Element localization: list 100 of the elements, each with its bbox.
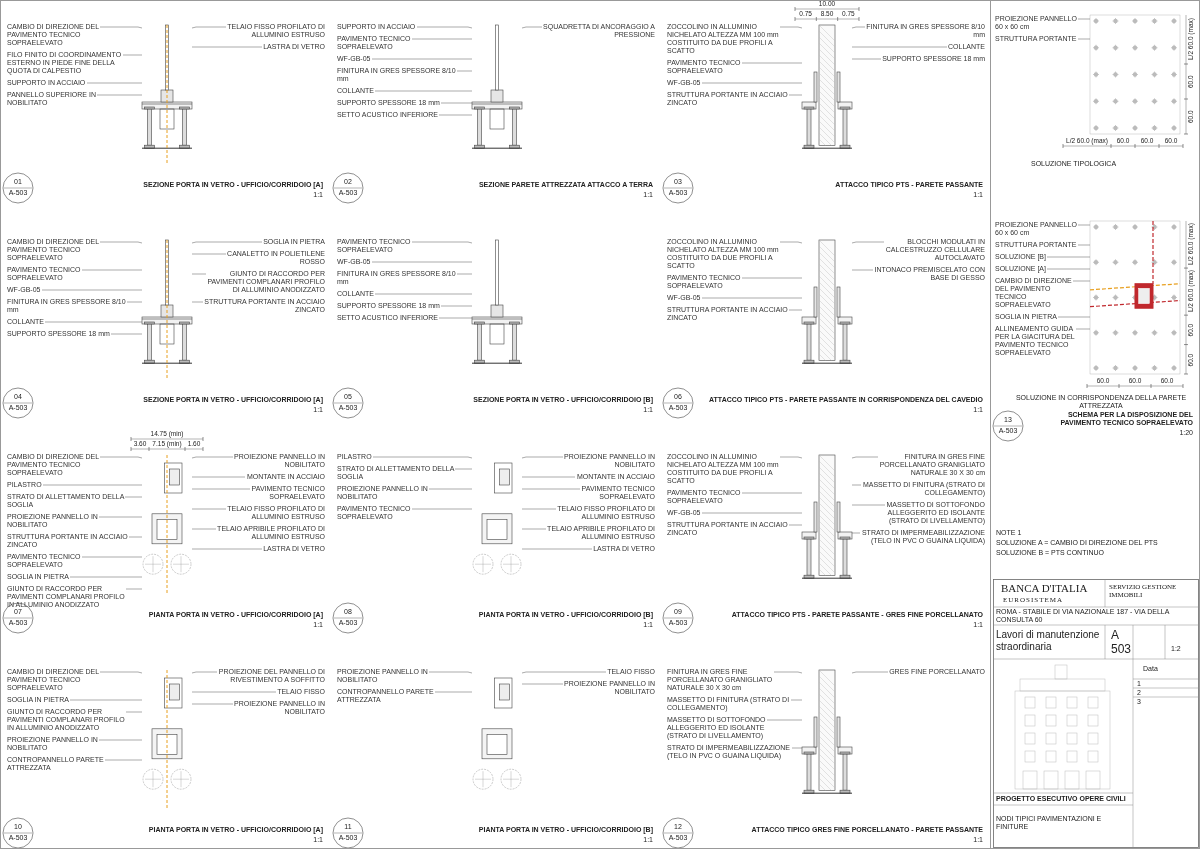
leader-line — [191, 528, 217, 530]
leader-line — [411, 508, 473, 510]
section-drawing — [471, 239, 523, 364]
leader-line — [99, 26, 143, 29]
leader-line — [125, 588, 143, 590]
leader-line — [1077, 224, 1091, 226]
leader-line — [44, 321, 143, 323]
leader-line — [1077, 18, 1091, 20]
plan-drawing — [472, 677, 522, 790]
leader-line — [851, 671, 889, 674]
wall-section-drawing — [801, 24, 853, 149]
leader-line — [98, 516, 143, 518]
leader-line — [374, 90, 473, 92]
plan-drawing — [142, 669, 192, 811]
leader-line — [411, 38, 473, 40]
leader-line — [438, 317, 473, 319]
leader-line — [701, 297, 803, 299]
leader-line — [428, 671, 473, 674]
leader-line — [98, 739, 143, 741]
leader-line — [851, 241, 885, 244]
leader-line — [191, 301, 204, 303]
leader-line — [741, 492, 803, 494]
leader-line — [104, 759, 143, 761]
leader-line — [456, 70, 473, 72]
leader-line — [1077, 38, 1091, 40]
leader-line — [791, 747, 803, 749]
leader-line — [126, 301, 143, 303]
leader-line — [454, 468, 473, 470]
leader-line — [521, 488, 581, 490]
wall-section-drawing — [801, 669, 853, 794]
leader-line — [851, 484, 862, 486]
leader-line — [851, 26, 866, 29]
leader-line — [374, 293, 473, 295]
leader-line — [411, 241, 473, 244]
leader-line — [438, 114, 473, 116]
leader-line — [741, 62, 803, 64]
leader-line — [191, 241, 263, 244]
leader-line — [521, 528, 547, 530]
leader-line — [371, 261, 473, 263]
sheet-series: A — [1111, 628, 1119, 642]
leader-line — [81, 269, 143, 271]
leader-line — [125, 711, 143, 713]
leader-line — [122, 54, 143, 56]
leader-line — [521, 548, 593, 550]
leader-line — [779, 241, 803, 244]
leader-line — [191, 508, 227, 510]
floor-grid-drawing — [1089, 220, 1181, 375]
floor-grid-drawing — [1089, 14, 1181, 135]
leader-line — [191, 46, 263, 48]
plan-drawing — [472, 462, 522, 575]
leader-line — [128, 536, 143, 538]
leader-line — [434, 691, 473, 693]
leader-line — [779, 26, 803, 29]
leader-line — [521, 456, 564, 459]
leader-line — [521, 683, 564, 685]
leader-line — [788, 524, 803, 526]
leader-line — [851, 532, 861, 534]
leader-line — [521, 508, 557, 510]
leader-line — [851, 456, 879, 459]
leader-line — [69, 699, 143, 701]
leader-line — [788, 94, 803, 96]
leader-line — [766, 719, 803, 721]
leader-line — [124, 496, 143, 498]
leader-line — [701, 512, 803, 514]
leader-line — [69, 576, 143, 578]
leader-line — [99, 456, 143, 459]
leader-line — [191, 273, 207, 275]
leader-line — [110, 333, 143, 335]
plan-drawing — [142, 454, 192, 596]
section-drawing — [141, 24, 193, 166]
leader-line — [1046, 268, 1091, 270]
leader-line — [440, 305, 473, 307]
leader-line — [191, 671, 218, 674]
leader-line — [191, 488, 251, 490]
leader-line — [99, 671, 143, 674]
leader-line — [96, 94, 143, 96]
leader-line — [371, 58, 473, 60]
sheet-number: 503 — [1111, 642, 1132, 656]
leader-line — [191, 476, 246, 478]
leader-line — [42, 484, 143, 486]
wall-section-drawing — [801, 239, 853, 364]
leader-line — [41, 289, 143, 291]
institution-name: BANCA D'ITALIA — [1001, 582, 1088, 594]
leader-line — [1075, 328, 1091, 330]
leader-line — [416, 26, 473, 29]
leader-line — [191, 703, 234, 705]
wall-section-drawing — [801, 454, 853, 579]
leader-line — [428, 488, 473, 490]
leader-line — [191, 548, 263, 550]
leader-line — [372, 456, 473, 459]
leader-line — [851, 269, 874, 271]
leader-line — [86, 82, 143, 84]
project-title: Lavori di manutenzione straordinaria — [996, 629, 1101, 653]
leader-line — [741, 277, 803, 279]
leader-line — [851, 58, 882, 60]
leader-line — [1077, 244, 1091, 246]
leader-line — [773, 671, 803, 674]
leader-line — [521, 26, 543, 29]
leader-line — [191, 691, 277, 693]
leader-line — [851, 46, 948, 48]
